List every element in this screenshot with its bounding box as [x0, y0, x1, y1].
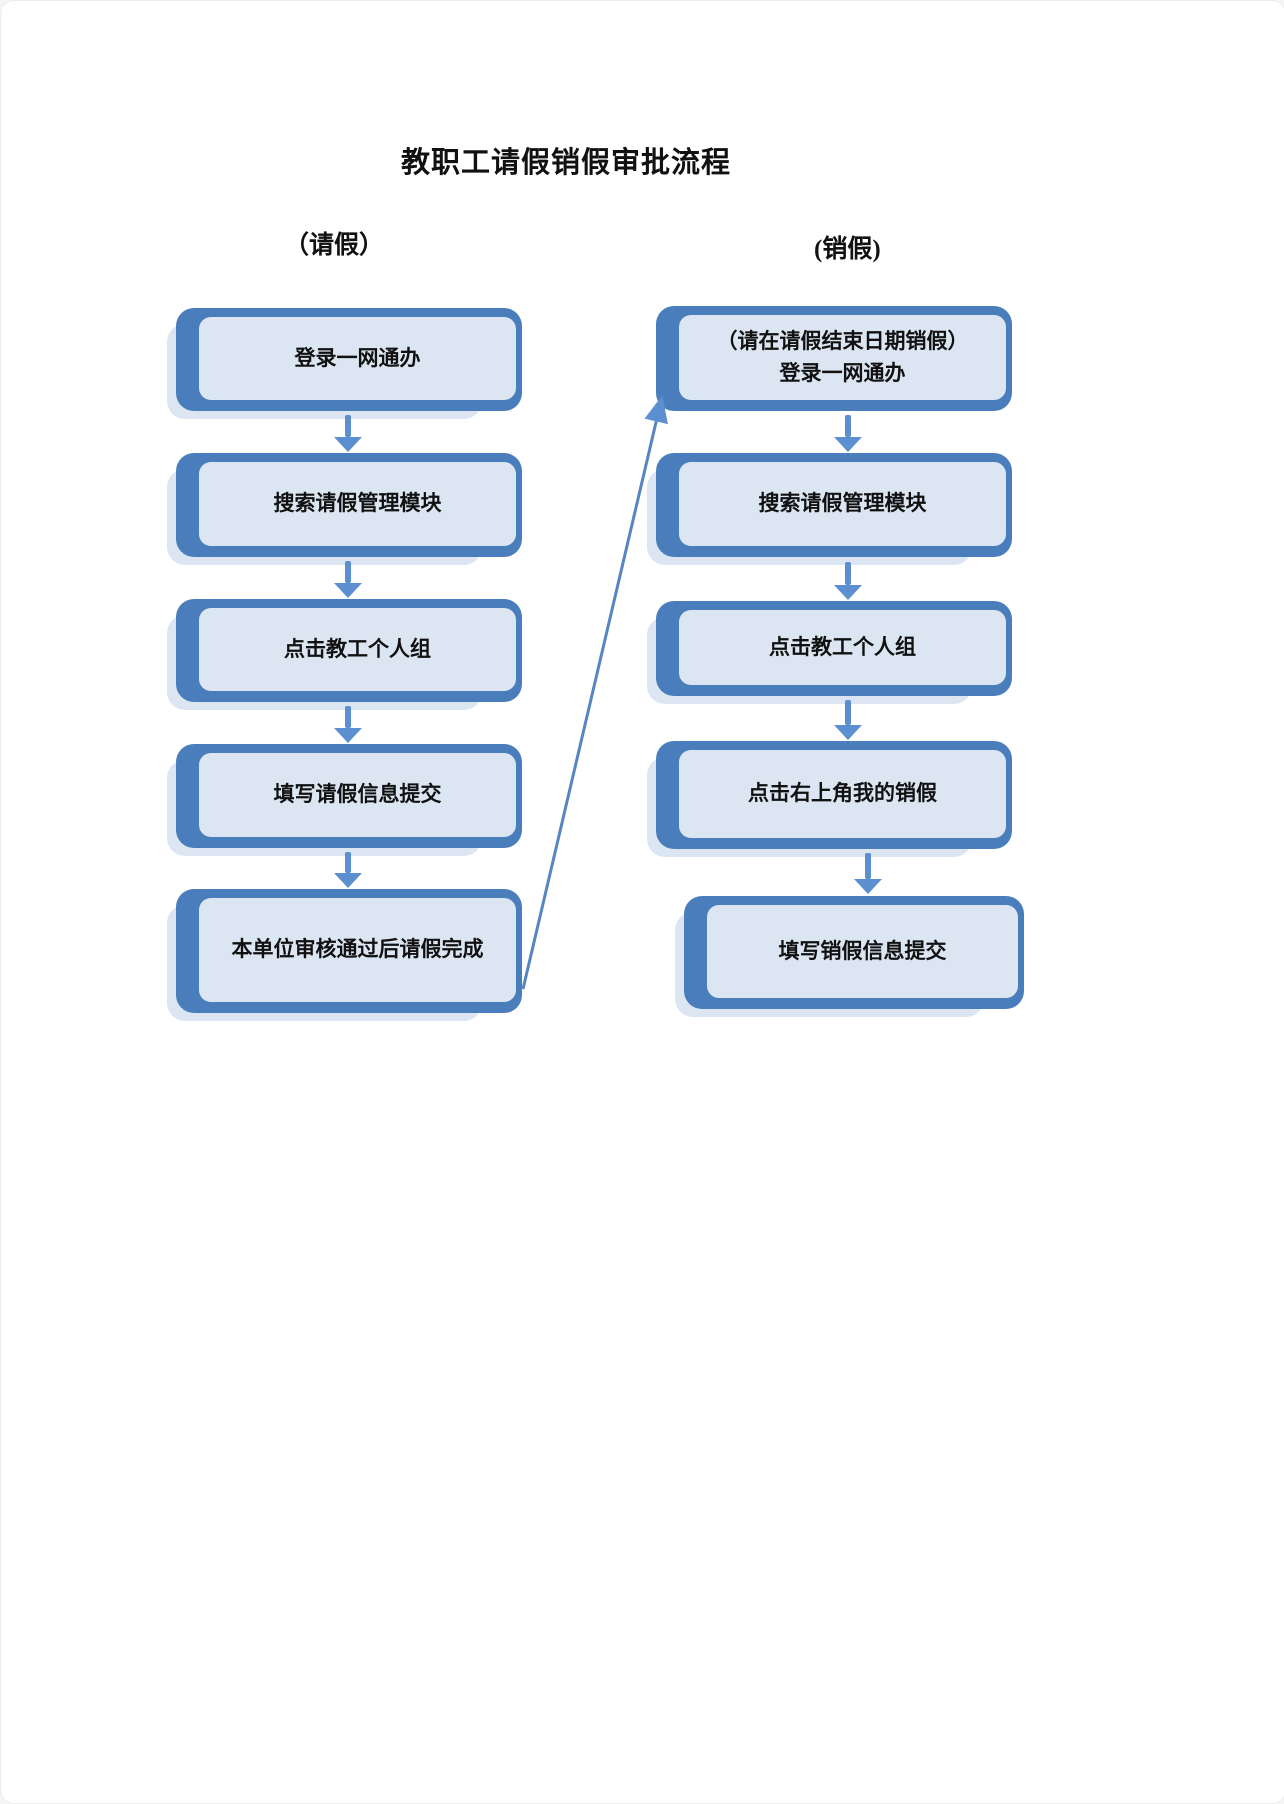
step-label: 本单位审核通过后请假完成 [231, 937, 484, 962]
column-header-leave-request: （请假） [284, 232, 385, 259]
flow-step-box: 搜索请假管理模块 [647, 453, 1012, 565]
arrow-down-icon [834, 700, 862, 740]
arrow-down-icon [334, 415, 362, 452]
flow-step-box: 点击教工个人组 [167, 599, 522, 710]
flow-step-box: 填写请假信息提交 [167, 744, 522, 856]
step-label: 点击教工个人组 [769, 634, 916, 659]
flow-step-box: 登录一网通办 [167, 308, 522, 419]
arrow-down-icon [334, 852, 362, 888]
step-label: 点击右上角我的销假 [748, 781, 937, 806]
arrow-down-icon [854, 853, 882, 894]
arrow-down-icon [334, 706, 362, 743]
arrow-down-icon [834, 415, 862, 452]
step-label-line2: 登录一网通办 [779, 360, 906, 385]
flow-step-box: 点击教工个人组 [647, 601, 1012, 704]
arrow-down-icon [334, 561, 362, 598]
step-label: （请在请假结束日期销假） [716, 329, 969, 353]
page-title: 教职工请假销假审批流程 [400, 147, 731, 179]
step-label: 搜索请假管理模块 [273, 491, 442, 516]
flow-step-box: （请在请假结束日期销假） 登录一网通办 [656, 306, 1012, 411]
flow-step-box: 填写销假信息提交 [675, 896, 1024, 1017]
flow-step-box: 点击右上角我的销假 [647, 741, 1012, 857]
arrow-down-icon [834, 562, 862, 600]
column-header-leave-cancel: (销假) [814, 236, 881, 263]
step-label: 点击教工个人组 [284, 636, 431, 661]
step-label: 搜索请假管理模块 [758, 491, 927, 516]
flow-step-box: 本单位审核通过后请假完成 [167, 889, 522, 1021]
step-label: 填写销假信息提交 [778, 938, 947, 963]
flow-step-box: 搜索请假管理模块 [167, 453, 522, 565]
step-label: 填写请假信息提交 [273, 782, 442, 807]
step-label: 登录一网通办 [294, 345, 421, 370]
